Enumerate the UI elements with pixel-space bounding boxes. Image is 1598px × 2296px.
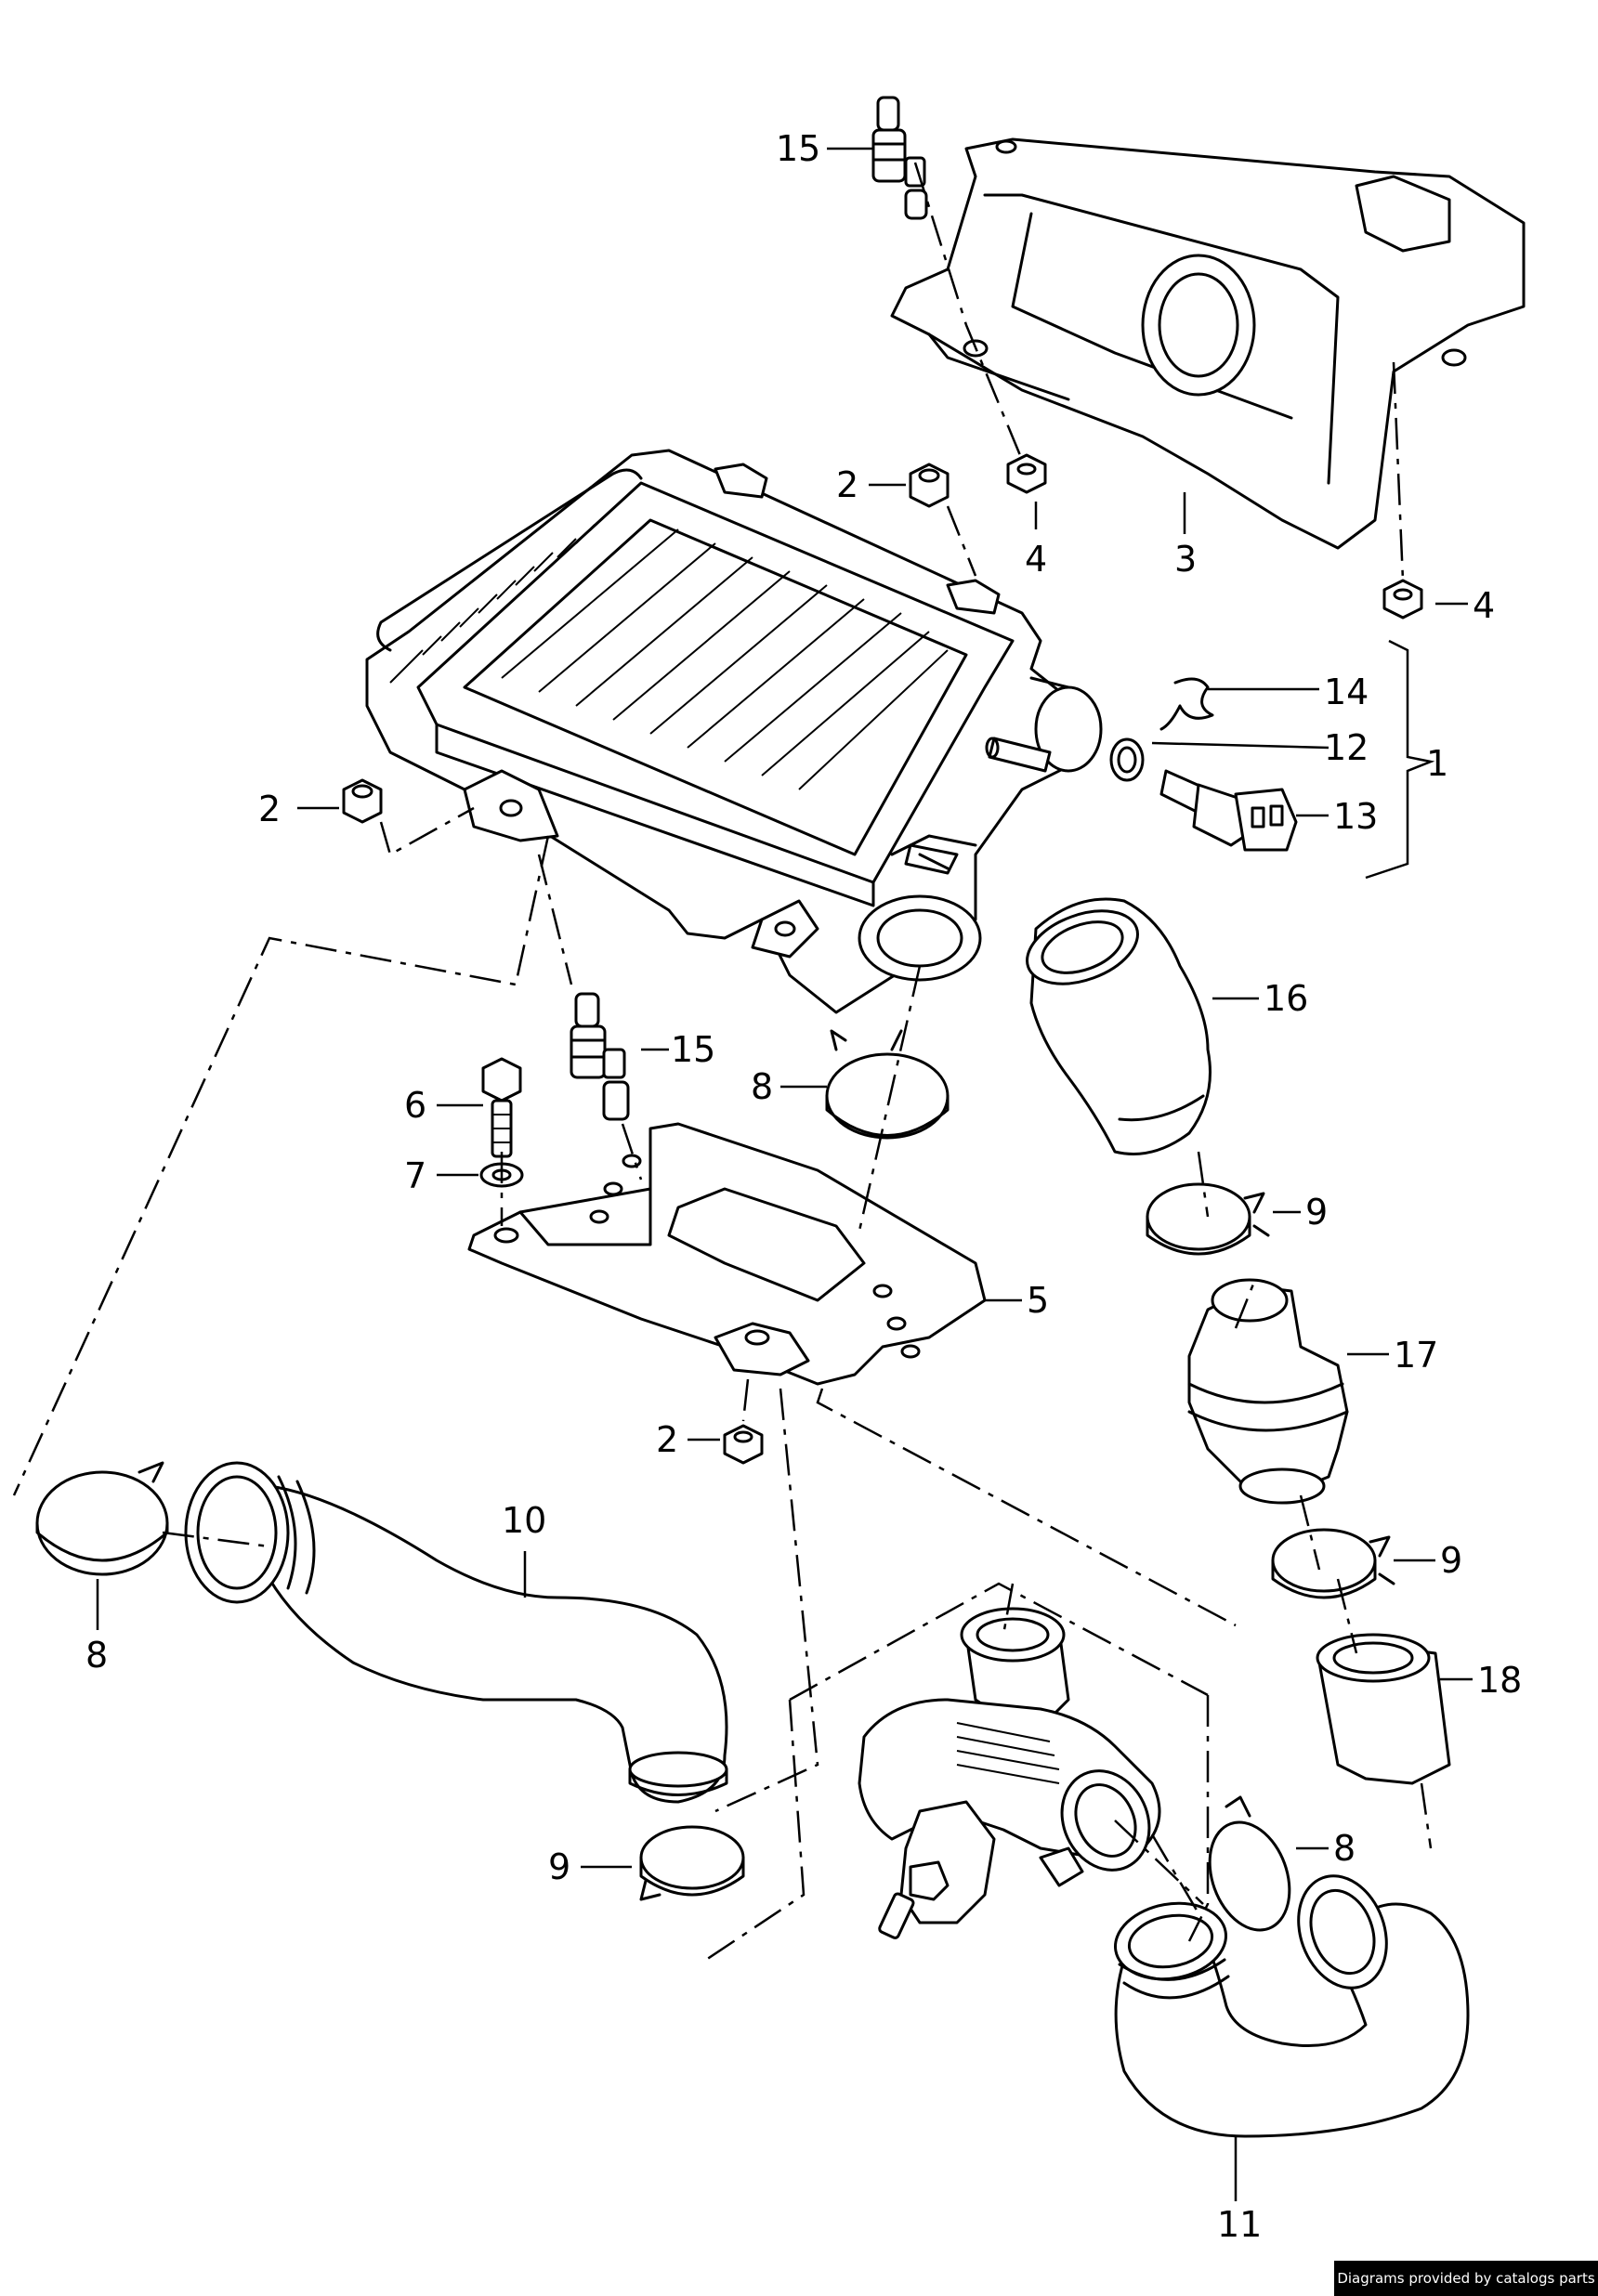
callout-8-left: 8 bbox=[85, 1635, 108, 1676]
callout-9-c: 9 bbox=[548, 1846, 570, 1887]
callout-7: 7 bbox=[404, 1155, 426, 1196]
part-9-clamp-c bbox=[639, 1825, 745, 1901]
callout-labels: 15 2 4 3 4 14 12 1 13 2 16 15 8 6 7 9 5 … bbox=[85, 128, 1522, 2245]
part-8-clamp-right bbox=[1208, 1795, 1291, 1932]
callout-6: 6 bbox=[404, 1085, 426, 1126]
part-4-nut-b bbox=[1382, 579, 1423, 620]
part-8-clamp-upper bbox=[825, 1029, 950, 1140]
callout-14: 14 bbox=[1324, 672, 1369, 712]
callout-1: 1 bbox=[1426, 743, 1448, 784]
callout-17: 17 bbox=[1394, 1335, 1438, 1376]
callout-11: 11 bbox=[1217, 2204, 1262, 2245]
callout-8-right: 8 bbox=[1333, 1828, 1356, 1869]
part-5-plate bbox=[467, 1122, 987, 1386]
part-6-bolt bbox=[481, 1057, 522, 1158]
part-9-clamp-a bbox=[1146, 1182, 1270, 1256]
callout-2-left: 2 bbox=[258, 789, 281, 829]
part-4-nut-a bbox=[1006, 453, 1047, 494]
part-8-clamp-left bbox=[35, 1461, 169, 1576]
part-15-lower-bolt bbox=[570, 992, 630, 1121]
part-2-nut-top bbox=[909, 463, 950, 508]
part-18-sleeve bbox=[1316, 1633, 1451, 1785]
part-15-upper-bolt bbox=[871, 96, 928, 220]
callout-15-upper: 15 bbox=[776, 128, 820, 169]
callout-10: 10 bbox=[502, 1500, 546, 1541]
callout-18: 18 bbox=[1477, 1660, 1522, 1701]
callout-3: 3 bbox=[1174, 539, 1197, 580]
intercooler bbox=[365, 449, 1103, 1014]
part-9-clamp-b bbox=[1271, 1528, 1395, 1599]
part-14-seal bbox=[1159, 677, 1214, 731]
callout-4-a: 4 bbox=[1025, 539, 1047, 580]
part-12-ring bbox=[1109, 737, 1145, 782]
part-17-adapter bbox=[1187, 1278, 1349, 1505]
callout-8-upper: 8 bbox=[751, 1066, 773, 1107]
assembly-lines bbox=[12, 162, 1433, 1962]
callout-15-lower: 15 bbox=[671, 1029, 715, 1070]
callout-9-b: 9 bbox=[1440, 1540, 1462, 1581]
part-11-assembly bbox=[858, 1607, 1161, 1939]
part-10-hose bbox=[184, 1461, 728, 1804]
leader-lines bbox=[96, 147, 1473, 2201]
part-16-hose bbox=[1026, 897, 1212, 1155]
callout-2-top: 2 bbox=[836, 464, 858, 505]
part-2-nut-lower bbox=[723, 1424, 764, 1465]
part-3-bracket bbox=[890, 137, 1526, 550]
part-13-sensor bbox=[1159, 769, 1298, 852]
callout-4-b: 4 bbox=[1473, 585, 1495, 626]
callout-13: 13 bbox=[1333, 796, 1378, 837]
callout-2-lower: 2 bbox=[656, 1419, 678, 1460]
credit-badge: Diagrams provided by catalogs parts bbox=[1334, 2261, 1598, 2296]
callout-5: 5 bbox=[1027, 1280, 1049, 1321]
callout-16: 16 bbox=[1264, 978, 1308, 1019]
part-2-nut-left bbox=[342, 778, 383, 824]
callout-12: 12 bbox=[1324, 727, 1369, 768]
callout-9-a: 9 bbox=[1305, 1192, 1328, 1233]
